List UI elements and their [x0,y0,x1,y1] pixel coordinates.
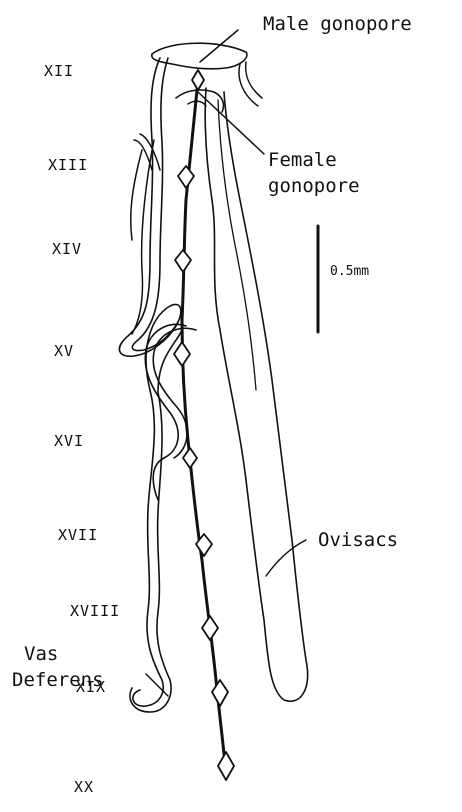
ovisac-inner-outline [218,100,256,390]
segment-label: XV [54,342,74,360]
label-female-gonopore-line1: Female [268,148,337,172]
leader-ovisacs [266,540,306,576]
leader-vas-deferens [146,674,168,696]
segment-label: XIX [76,678,106,696]
segment-label: XIV [52,240,82,258]
segment-label: XVII [58,526,98,544]
label-scale-bar: 0.5mm [330,264,369,279]
label-ovisacs: Ovisacs [318,528,398,552]
leader-male-gonopore [200,30,238,62]
segment-label: XVI [54,432,84,450]
label-vas-deferens-line1: Vas [24,642,58,666]
male-gonopore-right-tail [239,62,262,106]
segment-label: XX [74,778,94,796]
segment-label: XIII [48,156,88,174]
segment-label: XII [44,62,74,80]
label-female-gonopore-line2: gonopore [268,174,360,198]
ganglia [174,70,234,780]
leader-female-gonopore [198,92,264,154]
label-male-gonopore: Male gonopore [263,12,412,36]
segment-label: XVIII [70,602,120,620]
